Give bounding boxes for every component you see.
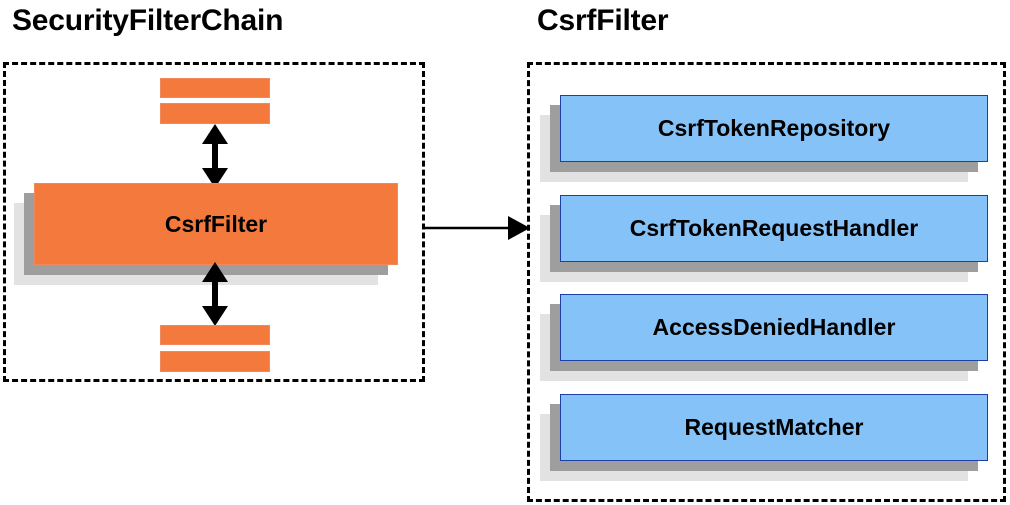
right-panel-title: CsrfFilter — [537, 4, 669, 37]
csrf-filter-box[interactable]: CsrfFilter — [14, 183, 398, 285]
component-box-request-matcher[interactable]: RequestMatcher — [540, 394, 988, 481]
component-label: CsrfTokenRequestHandler — [560, 195, 988, 262]
filter-chain-bar-bottom-2 — [160, 351, 270, 372]
filter-chain-bar-bottom-1 — [160, 325, 270, 345]
bottom-double-arrow-icon — [202, 262, 228, 326]
csrf-filter-detail-panel — [527, 62, 1006, 502]
filter-chain-bar-top-1 — [160, 78, 270, 98]
filter-chain-bar-top-2 — [160, 103, 270, 124]
component-label: AccessDeniedHandler — [560, 294, 988, 361]
component-label: RequestMatcher — [560, 394, 988, 461]
csrf-filter-label: CsrfFilter — [34, 183, 398, 265]
left-panel-title: SecurityFilterChain — [12, 4, 284, 37]
connector-arrow-icon — [424, 216, 530, 240]
component-box-csrf-token-repository[interactable]: CsrfTokenRepository — [540, 95, 988, 182]
component-box-access-denied-handler[interactable]: AccessDeniedHandler — [540, 294, 988, 381]
component-label: CsrfTokenRepository — [560, 95, 988, 162]
security-filter-chain-panel — [3, 62, 425, 382]
component-box-csrf-token-request-handler[interactable]: CsrfTokenRequestHandler — [540, 195, 988, 282]
top-double-arrow-icon — [202, 124, 228, 188]
